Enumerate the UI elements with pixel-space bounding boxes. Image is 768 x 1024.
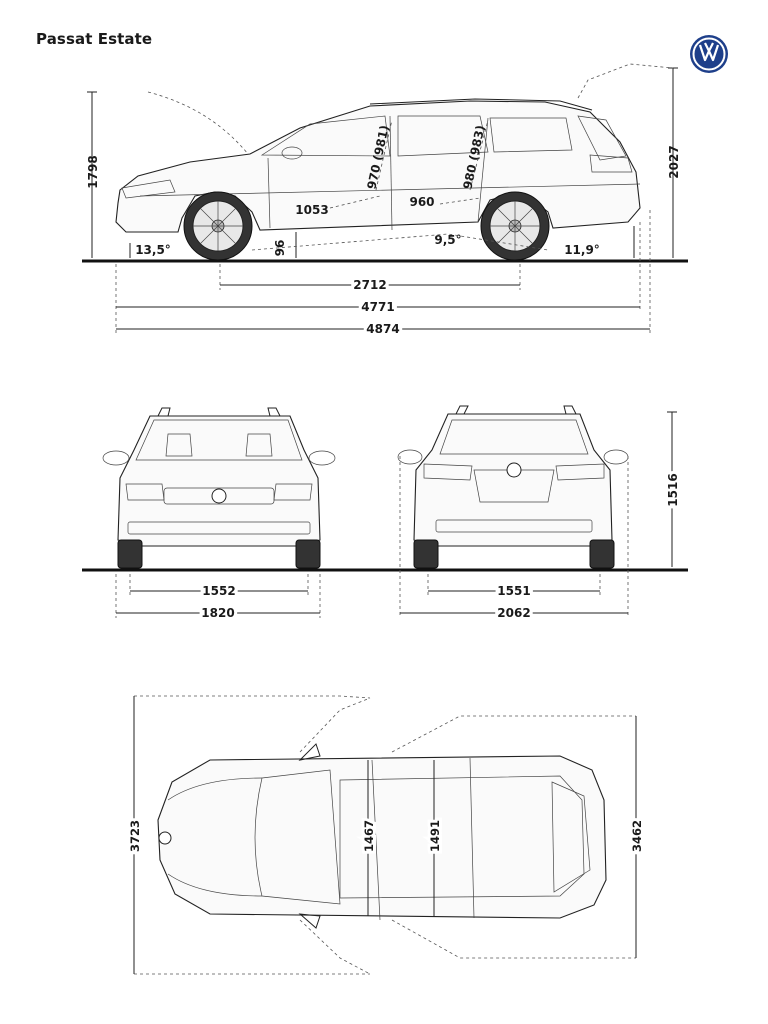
top-badge-icon: [158, 831, 172, 845]
front-badge-icon: [211, 488, 227, 504]
vw-logo-icon: [690, 35, 728, 73]
car-top-body: [157, 755, 607, 919]
page-title: Passat Estate: [36, 30, 153, 48]
rear-badge-icon: [506, 462, 522, 478]
top-view: 3723 3462 1467 1491: [125, 695, 647, 975]
side-window-front: [260, 115, 391, 157]
ground-clearance-label: 96: [273, 240, 287, 257]
car-rear-body: [413, 413, 613, 547]
windscreen: [135, 419, 303, 461]
track-front-label: 1552: [202, 584, 235, 598]
length-body-label: 4771: [361, 300, 394, 314]
door-open-front-label: 3723: [128, 820, 142, 852]
rear-windscreen: [439, 419, 589, 455]
rear-view: 1516 1551 2062: [397, 405, 683, 623]
approach-angle-label: 13,5°: [135, 243, 171, 257]
side-view: 1798 2027 1053 960 970 (981) 980 (983) 1…: [82, 63, 688, 339]
rear-legroom-label: 960: [409, 195, 434, 209]
front-wheel: [183, 191, 253, 261]
side-window-quarter: [489, 117, 573, 153]
shoulder-front-label: 1467: [362, 820, 376, 852]
height-rear-label: 2027: [667, 145, 681, 178]
mirrors-top: [298, 743, 321, 929]
track-rear-label: 1551: [497, 584, 530, 598]
rear-window: [577, 115, 627, 161]
width-mirrors-label: 2062: [497, 606, 530, 620]
windscreen-top: [254, 769, 341, 905]
width-body-label: 1820: [201, 606, 234, 620]
height-tailgate-label: 1516: [666, 473, 680, 506]
rear-window-top: [551, 781, 591, 893]
side-window-rear: [397, 115, 489, 157]
length-overall-label: 4874: [366, 322, 399, 336]
front-legroom-label: 1053: [295, 203, 328, 217]
ramp-angle-label: 9,5°: [434, 233, 461, 247]
front-view: 1552 1820: [82, 407, 688, 623]
door-open-rear-label: 3462: [630, 820, 644, 852]
wheelbase-label: 2712: [353, 278, 386, 292]
shoulder-rear-label: 1491: [428, 820, 442, 852]
car-side-body: [115, 100, 641, 233]
departure-angle-label: 11,9°: [564, 243, 600, 257]
car-front-body: [117, 415, 321, 547]
height-front-label: 1798: [86, 155, 100, 188]
rear-wheel: [480, 191, 550, 261]
